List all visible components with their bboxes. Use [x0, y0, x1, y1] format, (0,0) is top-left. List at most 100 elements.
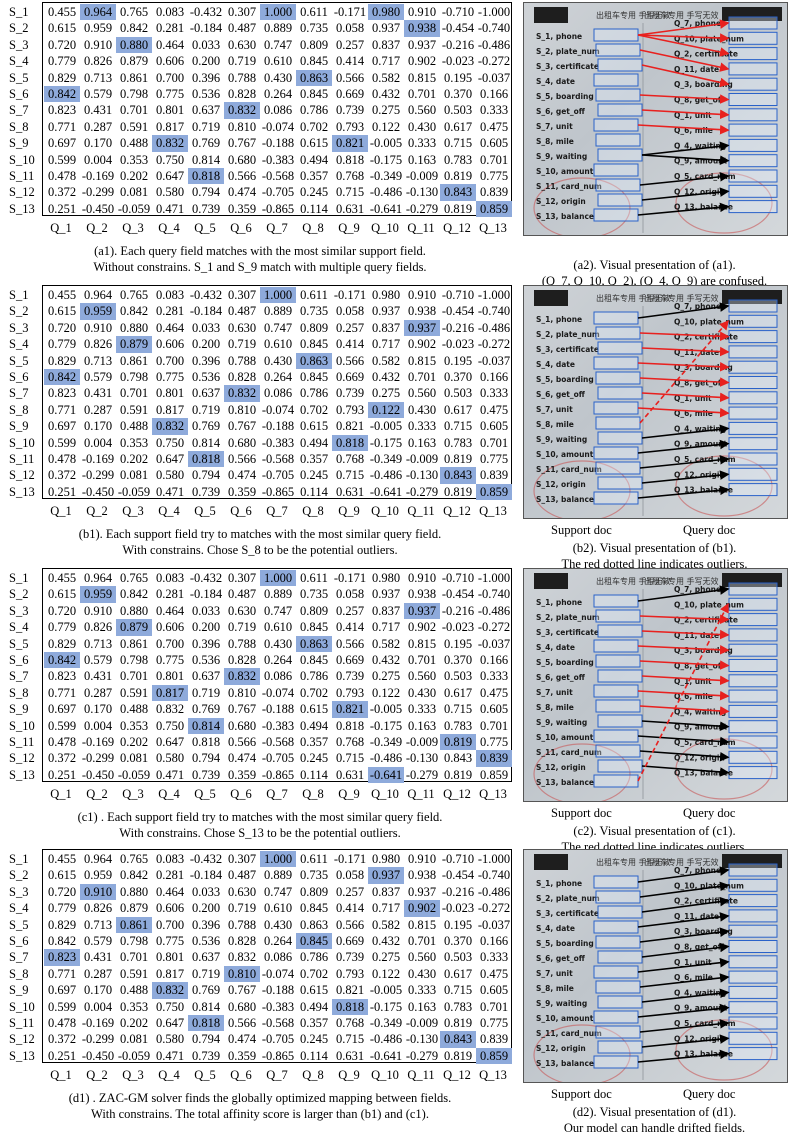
outlier-link-arrow [637, 602, 729, 782]
query-field-box [728, 659, 778, 672]
row-label: S_8 [9, 966, 29, 981]
matrix-cell: 0.475 [479, 119, 509, 134]
matrix-cell: -0.705 [261, 1032, 295, 1047]
support-field-box [595, 178, 641, 192]
matrix-cell: 0.166 [479, 369, 509, 384]
matrix-cell: 0.430 [407, 119, 437, 134]
query-field-box [728, 1031, 778, 1045]
support-field-label: S_7, unit [536, 969, 573, 978]
matrix-cell: 0.826 [83, 54, 113, 69]
support-field-label: S_10, amount [536, 450, 594, 459]
row-label: S_7 [9, 103, 29, 118]
matrix-cell: -0.349 [369, 1015, 403, 1030]
match-link-arrow [639, 377, 730, 387]
matrix-cell: 0.591 [119, 966, 149, 981]
matrix-cell: 0.832 [227, 950, 257, 965]
matrix-cell: -0.279 [405, 484, 439, 499]
stamp-seal [533, 177, 631, 235]
matrix-cell: 0.680 [227, 435, 257, 450]
matrix-cell: 0.809 [299, 37, 329, 52]
query-field-label: Q_6, mile [674, 692, 713, 701]
matrix-cell: 0.582 [371, 70, 401, 85]
matrix-cell: -0.568 [261, 451, 295, 466]
support-field-label: S_4, date [536, 77, 575, 86]
matrix-cell-highlighted: 0.937 [404, 319, 440, 337]
matrix-cell: -0.059 [117, 201, 151, 216]
matrix-cell: -0.216 [441, 37, 475, 52]
column-label: Q_2 [86, 504, 108, 518]
matrix-cell: 0.739 [191, 484, 221, 499]
matrix-cell: 0.815 [407, 70, 437, 85]
support-field-label: S_11, card_num [536, 748, 602, 757]
matrix-cell: 0.257 [335, 37, 365, 52]
matrix-cell: 0.702 [299, 685, 329, 700]
support-field-box [593, 356, 639, 370]
query-field-label: Q_11, date [674, 65, 719, 74]
support-field-box [597, 905, 643, 919]
matrix-cell: 0.647 [155, 168, 185, 183]
matrix-cell: 0.701 [479, 435, 509, 450]
receipt-dark-patch [534, 573, 568, 589]
matrix-cell-highlighted: 0.938 [404, 20, 440, 37]
matrix-cell: -0.171 [333, 571, 367, 585]
matrix-cell: -0.059 [117, 484, 151, 499]
matrix-cell: 0.245 [299, 1032, 329, 1047]
matrix-cell: 0.163 [407, 152, 437, 167]
matrix-cell: 0.475 [479, 402, 509, 417]
query-field-box [728, 955, 778, 969]
matrix-cell: 0.464 [155, 603, 185, 618]
matrix-cell: 0.719 [227, 620, 257, 635]
matrix-cell: 0.821 [335, 419, 365, 434]
matrix-cell: 0.264 [263, 369, 293, 384]
match-link-arrow [641, 64, 730, 88]
matrix-cell: -0.184 [189, 868, 223, 883]
matrix-cell: 0.478 [47, 1015, 77, 1030]
matrix-cell: 0.455 [47, 571, 77, 585]
matrix-cell: 0.630 [227, 884, 257, 899]
match-link-arrow [641, 187, 730, 201]
matrix-cell: -0.184 [189, 21, 223, 36]
matrix-cell: 0.195 [443, 636, 473, 651]
matrix-cell: 0.720 [47, 884, 77, 899]
matrix-cell: 0.333 [479, 386, 509, 401]
query-field-label: Q_8, get_off [674, 943, 725, 952]
matrix-cell: 0.701 [407, 933, 437, 948]
matrix-cell: 0.669 [335, 933, 365, 948]
matrix-cell: 0.801 [155, 669, 185, 684]
matrix-cell: 0.359 [227, 484, 257, 499]
matrix-cell: 0.828 [227, 369, 257, 384]
matrix-cell: -0.865 [261, 484, 295, 499]
receipt-header: 出租车专用 手写无效 [644, 293, 719, 303]
matrix-cell: 0.580 [155, 751, 185, 766]
receipt-header: 出租车专用 手写无效 [644, 576, 719, 586]
row-label: S_1 [9, 5, 29, 19]
row-label: S_1 [9, 288, 29, 302]
matrix-cell: 0.081 [119, 751, 149, 766]
matrix-cell: 0.083 [155, 5, 185, 19]
support-field-box [595, 609, 641, 623]
matrix-cell: 0.287 [83, 119, 113, 134]
matrix-cell: 0.033 [191, 320, 221, 335]
match-link-arrow [637, 585, 730, 602]
support-field-label: S_9, waiting [536, 718, 587, 727]
matrix-cell: -0.272 [477, 620, 511, 635]
query-field-box [728, 299, 778, 313]
matrix-cell-highlighted: 0.818 [188, 167, 224, 185]
matrix-cell-highlighted: 0.959 [80, 586, 116, 603]
match-link-arrow [641, 109, 730, 120]
matrix-cell: 0.647 [155, 734, 185, 749]
matrix-cell: -0.188 [261, 136, 295, 151]
matrix-cell: 0.798 [119, 933, 149, 948]
support-field-label: S_5, boarding [536, 658, 594, 667]
matrix-cell: 0.829 [47, 70, 77, 85]
matrix-cell: 0.775 [155, 652, 185, 667]
matrix-cell: 0.719 [191, 119, 221, 134]
support-field-box [597, 103, 643, 117]
matrix-cell: 0.455 [47, 5, 77, 19]
matrix-cell: 0.647 [155, 1015, 185, 1030]
matrix-cell: 0.431 [83, 386, 113, 401]
matrix-cell: 0.605 [479, 983, 509, 998]
support-field-label: S_9, waiting [536, 435, 587, 444]
